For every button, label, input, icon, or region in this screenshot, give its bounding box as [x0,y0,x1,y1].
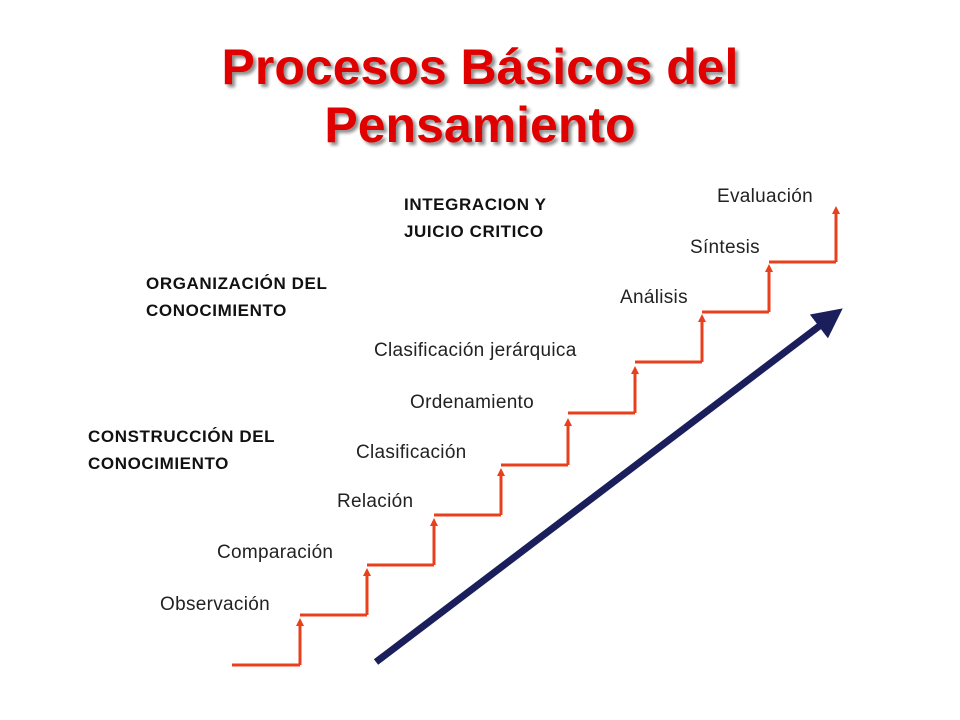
group-label-line: CONOCIMIENTO [146,301,288,320]
staircase-steps [232,206,840,667]
step-label-clasificacion-jerarquica: Clasificación jerárquica [374,340,577,361]
title-line-2: Pensamiento [324,97,636,153]
slide-title: Procesos Básicos del Pensamiento [0,38,960,154]
step-label-observacion: Observación [160,594,270,615]
progress-arrow [373,308,843,665]
group-label-line: ORGANIZACIÓN DEL [146,274,328,293]
step-label-clasificacion: Clasificación [356,442,467,463]
step-label-comparacion: Comparación [217,542,334,563]
group-label-line: CONSTRUCCIÓN DEL [88,427,276,446]
group-label-construccion: CONSTRUCCIÓN DEL CONOCIMIENTO [88,423,275,477]
group-label-organizacion: ORGANIZACIÓN DEL CONOCIMIENTO [146,270,327,324]
title-line-1: Procesos Básicos del [221,39,739,95]
step-label-ordenamiento: Ordenamiento [410,392,535,413]
step-label-analisis: Análisis [620,287,688,308]
group-label-line: INTEGRACION Y [404,195,547,214]
group-label-line: JUICIO CRITICO [404,222,544,241]
step-label-sintesis: Síntesis [690,237,760,258]
group-label-integracion: INTEGRACION Y JUICIO CRITICO [404,191,547,245]
group-label-line: CONOCIMIENTO [88,454,230,473]
step-label-evaluacion: Evaluación [717,186,813,207]
step-label-relacion: Relación [337,491,414,512]
